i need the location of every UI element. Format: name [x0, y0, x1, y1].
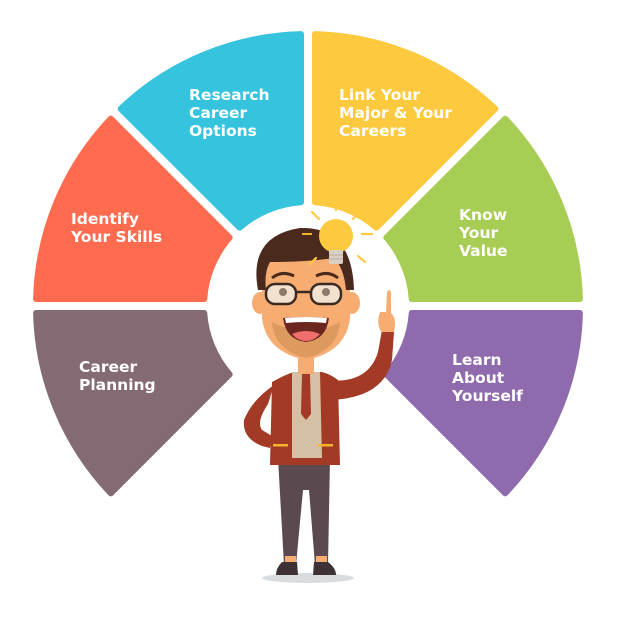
- pocket-left: [273, 444, 288, 447]
- tie: [301, 374, 311, 420]
- right-shoe: [313, 562, 336, 575]
- segment-know-your-value: [383, 115, 583, 303]
- left-eyebrow: [271, 271, 295, 280]
- segment-link-your-major: [311, 31, 499, 231]
- segment-career-planning: [33, 309, 233, 497]
- pocket-right: [318, 444, 333, 447]
- lightbulb-icon: [308, 198, 374, 266]
- character-illustration: [243, 198, 395, 583]
- tongue: [292, 331, 320, 341]
- raised-arm: [325, 330, 394, 400]
- ankle-left: [285, 556, 296, 562]
- ankle-right: [316, 556, 327, 562]
- left-shoe: [276, 562, 298, 575]
- left-arm: [243, 385, 274, 448]
- pointing-hand: [378, 290, 395, 332]
- pants: [278, 458, 330, 565]
- neck: [298, 356, 314, 374]
- hair-highlight: [302, 233, 312, 235]
- right-eyebrow: [315, 271, 339, 280]
- segment-identify-your-skills: [33, 115, 233, 303]
- left-eye: [279, 288, 287, 296]
- teeth: [285, 317, 327, 323]
- right-eye: [322, 288, 330, 296]
- segment-research-career-options: [117, 31, 305, 231]
- ring-segments: [33, 31, 583, 497]
- segment-learn-about-yourself: [383, 309, 583, 497]
- ground-shadow: [262, 573, 354, 583]
